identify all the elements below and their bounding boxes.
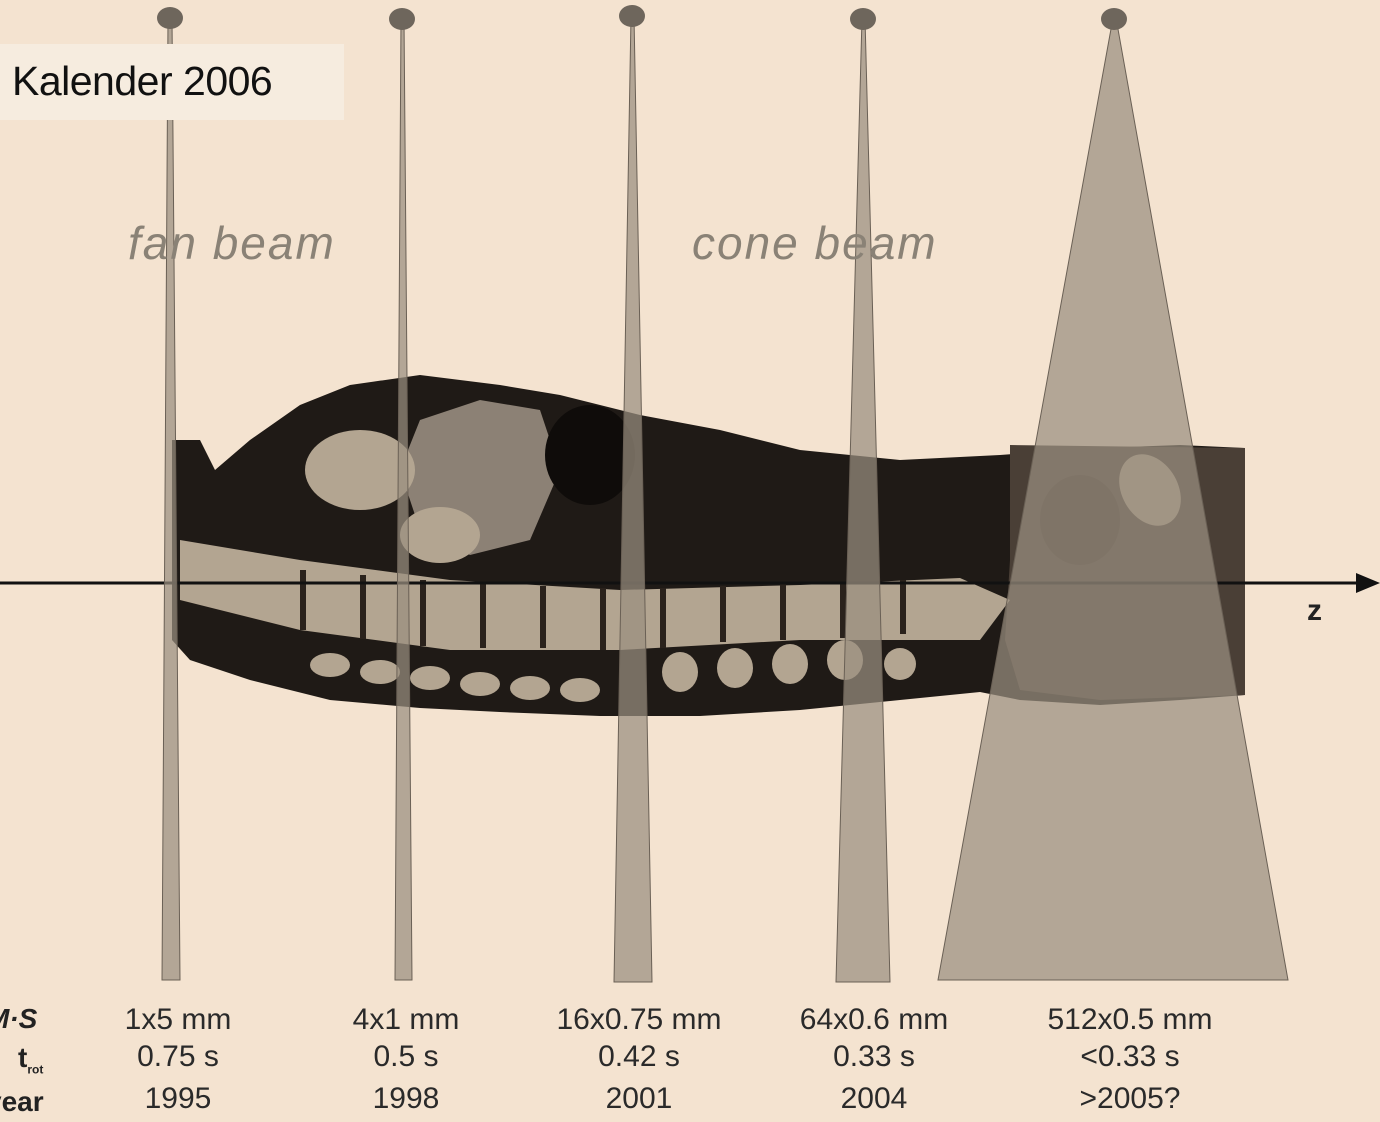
trot-symbol: t <box>18 1042 27 1073</box>
year-value: 1995 <box>68 1082 288 1116</box>
trot-value: 0.75 s <box>68 1040 288 1074</box>
ms-value: 4x1 mm <box>296 1003 516 1037</box>
year-value: 2001 <box>529 1082 749 1116</box>
trot-value: 0.33 s <box>764 1040 984 1074</box>
organ-liver <box>545 405 635 505</box>
caption: Kalender 2006 <box>12 58 272 105</box>
row-label-year: year <box>0 1086 44 1118</box>
year-value: 1998 <box>296 1082 516 1116</box>
ms-value: 16x0.75 mm <box>529 1003 749 1037</box>
ms-value: 1x5 mm <box>68 1003 288 1037</box>
row-label-ms: M·S <box>0 1003 37 1035</box>
cone-beam-label: cone beam <box>692 216 938 270</box>
organ-mass <box>400 507 480 563</box>
focal-spot-2005 <box>1101 8 1127 30</box>
ms-value: 64x0.6 mm <box>764 1003 984 1037</box>
z-axis-label: z <box>1307 594 1322 628</box>
focal-spots <box>157 5 1127 30</box>
year-value: >2005? <box>1020 1082 1240 1116</box>
trot-value: 0.5 s <box>296 1040 516 1074</box>
trot-value: 0.42 s <box>529 1040 749 1074</box>
ms-value: 512x0.5 mm <box>1020 1003 1240 1037</box>
focal-spot-1995 <box>157 7 183 29</box>
year-value: 2004 <box>764 1082 984 1116</box>
z-axis-arrowhead <box>1356 573 1380 593</box>
row-label-trot: trot <box>18 1042 43 1077</box>
trot-subscript: rot <box>27 1063 43 1077</box>
fan-beam-label: fan beam <box>128 216 336 270</box>
focal-spot-2004 <box>850 8 876 30</box>
focal-spot-1998 <box>389 8 415 30</box>
focal-spot-2001 <box>619 5 645 27</box>
trot-value: <0.33 s <box>1020 1040 1240 1074</box>
